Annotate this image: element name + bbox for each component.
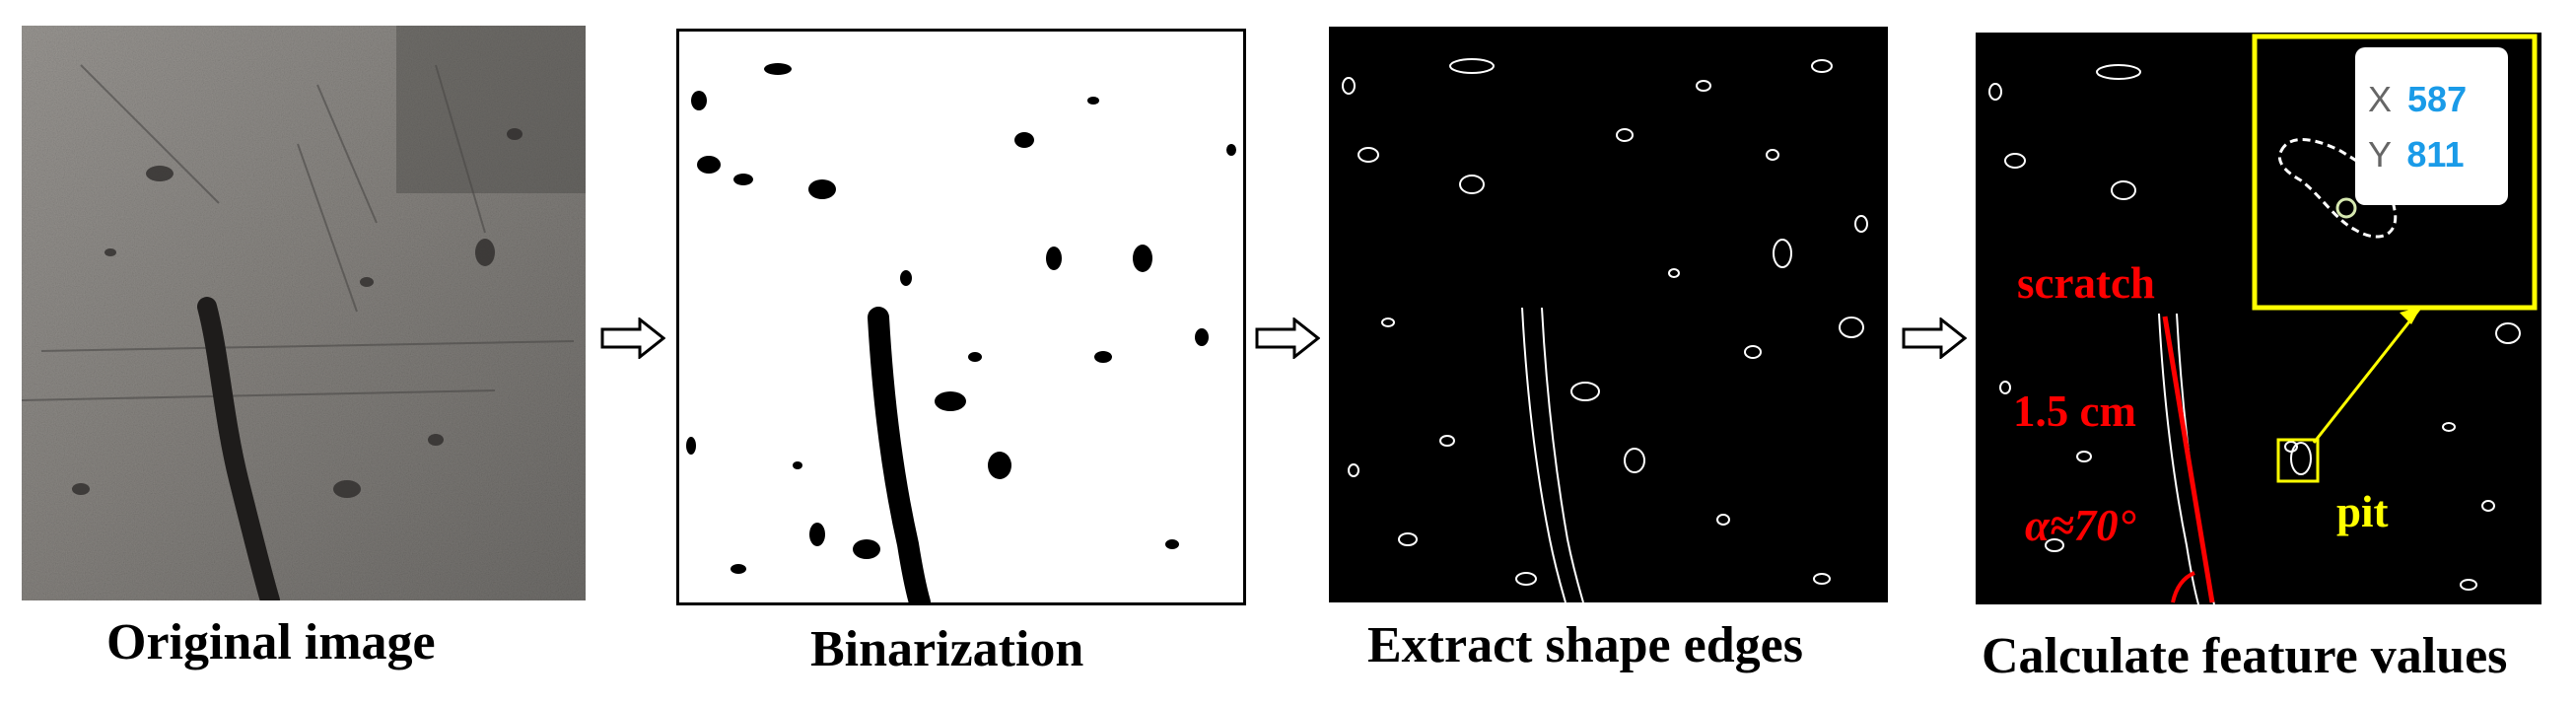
edges-image <box>1329 27 1888 602</box>
right-arrow-icon <box>1902 316 1968 364</box>
caption-binarization: Binarization <box>810 621 1084 677</box>
features-image: scratch 1.5 cm α≈70° pit X 587 Y 811 <box>1976 33 2541 604</box>
scratch-label: scratch <box>2017 258 2155 308</box>
caption-features: Calculate feature values <box>1982 628 2508 684</box>
right-arrow-icon <box>600 316 666 364</box>
caption-original: Original image <box>106 614 436 670</box>
y-readout: Y 811 <box>2368 127 2506 182</box>
pit-label: pit <box>2336 487 2389 536</box>
caption-edges: Extract shape edges <box>1367 617 1803 673</box>
length-label: 1.5 cm <box>2013 387 2136 436</box>
coordinate-readout: X 587 Y 811 <box>2368 72 2506 182</box>
y-readout-value: 811 <box>2406 134 2465 175</box>
right-arrow-icon <box>1255 316 1321 364</box>
x-readout-label: X <box>2368 79 2393 119</box>
x-readout-value: 587 <box>2407 79 2468 119</box>
x-readout: X 587 <box>2368 72 2506 127</box>
original-image <box>22 26 586 600</box>
y-readout-label: Y <box>2368 134 2392 175</box>
angle-label: α≈70° <box>2025 501 2136 550</box>
binarization-image <box>676 29 1246 605</box>
